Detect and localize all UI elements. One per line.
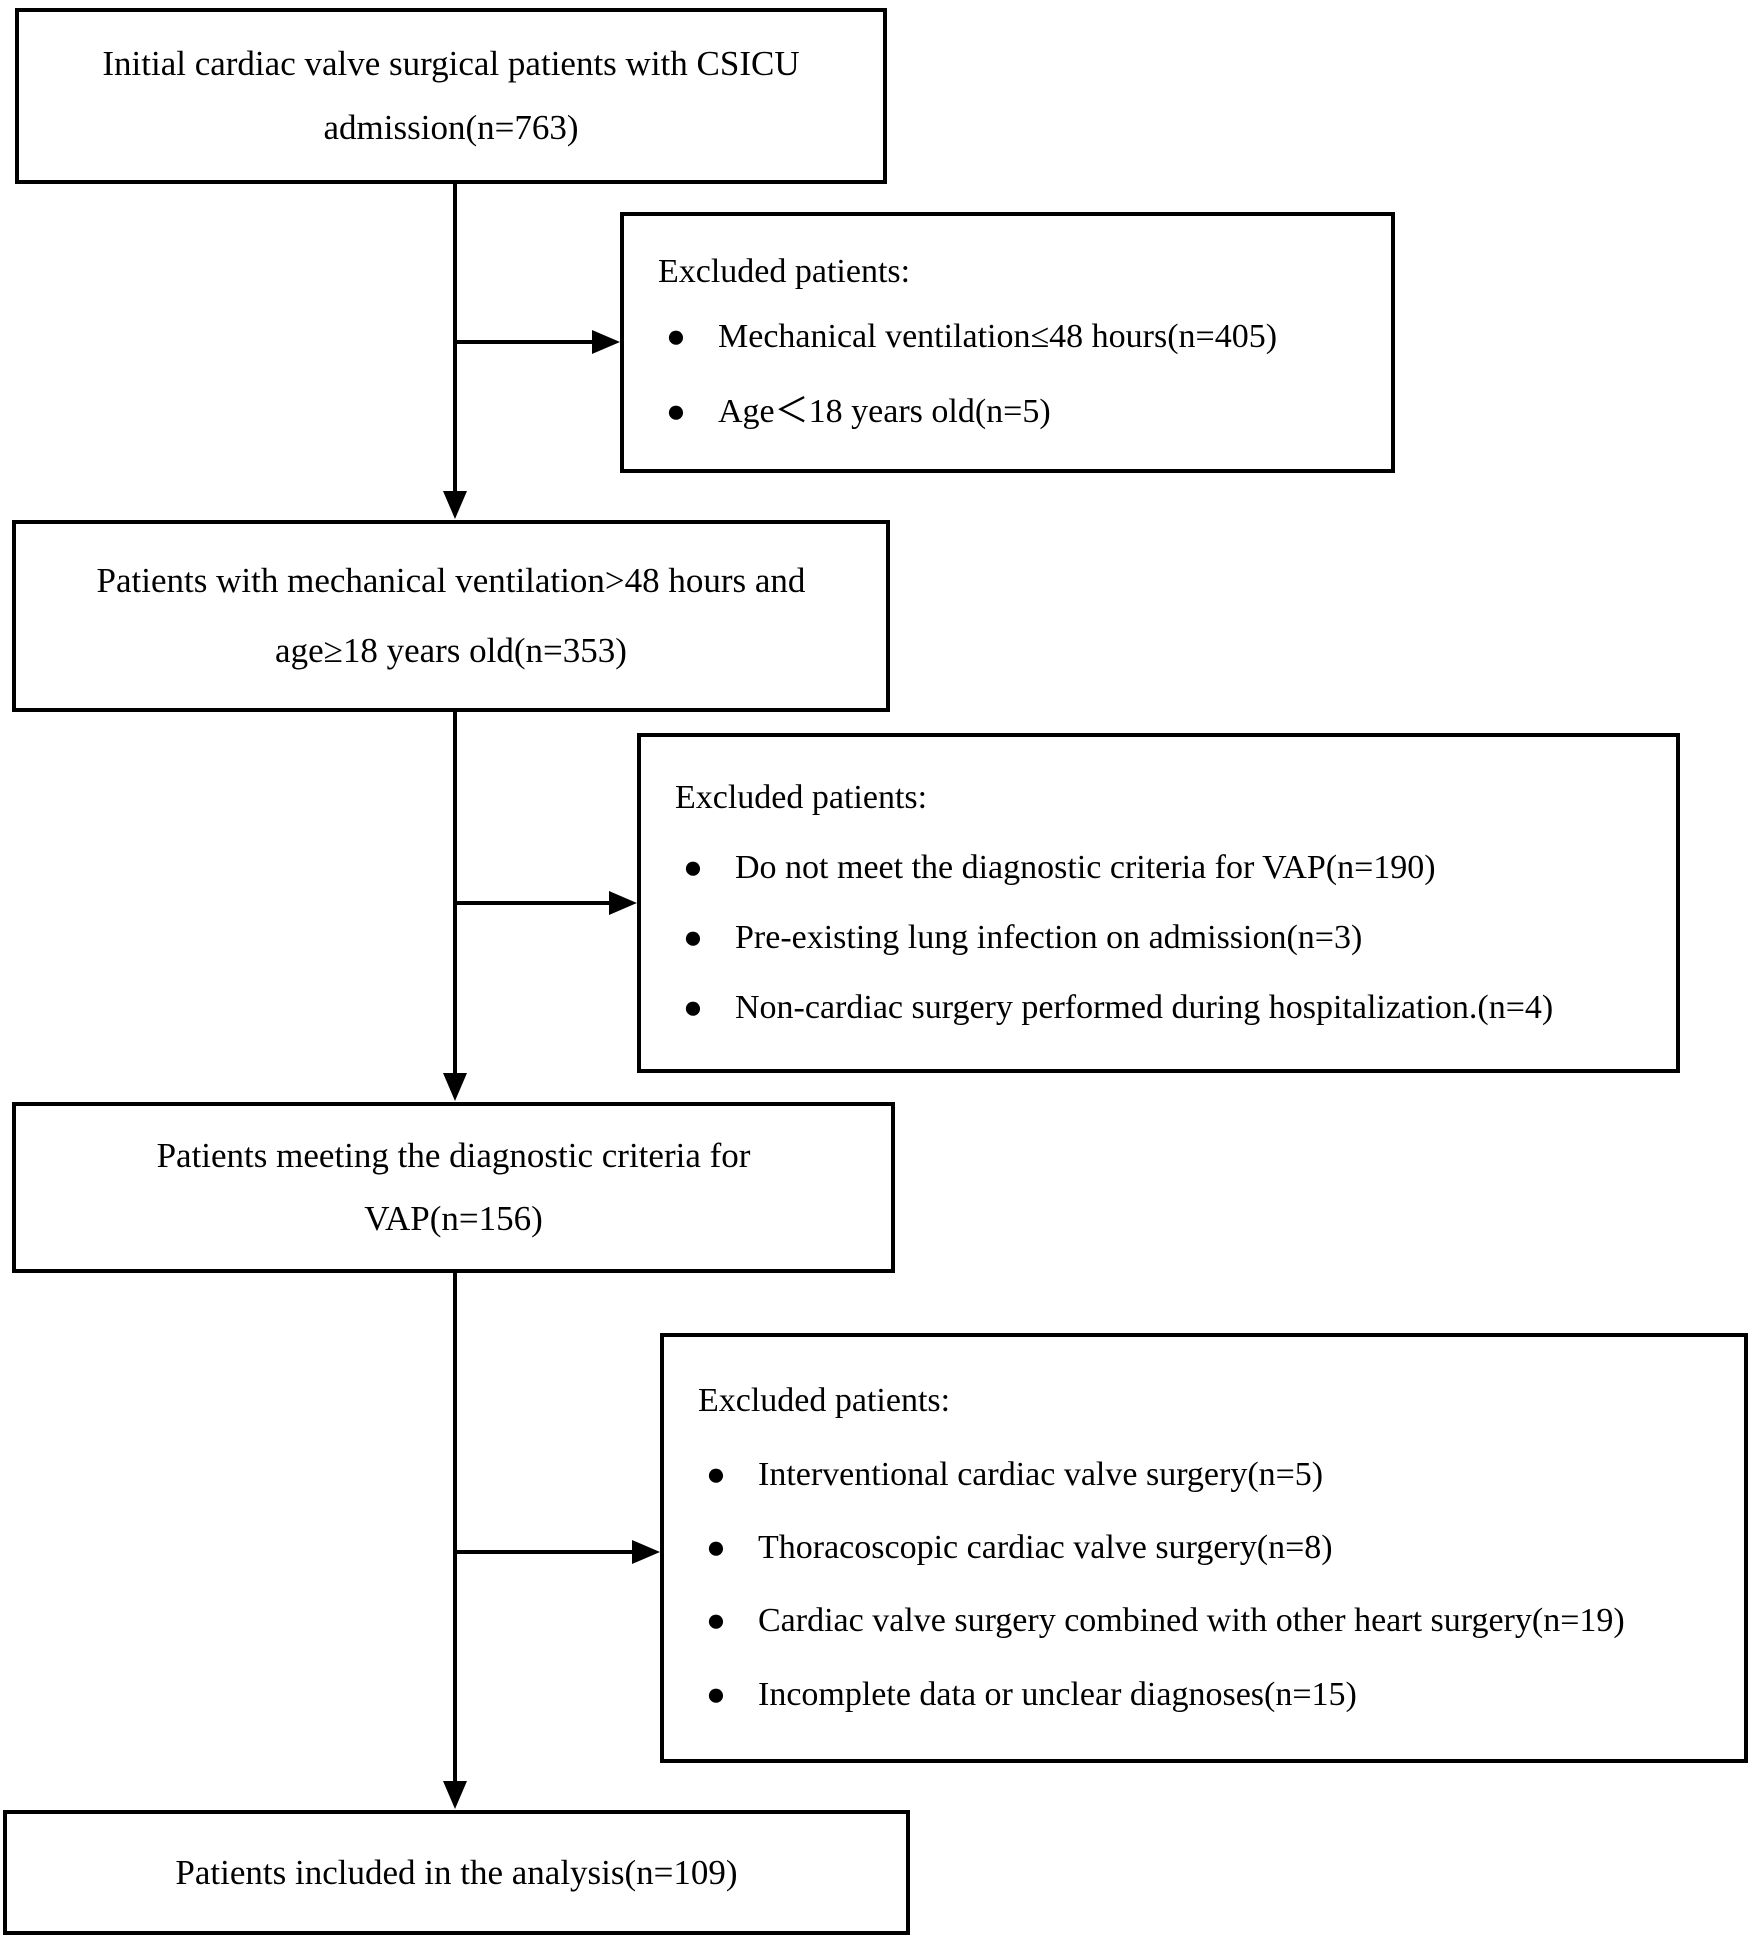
bullet-icon: ● — [706, 1603, 726, 1640]
arrow-initial-to-ventilated — [443, 184, 467, 519]
excluded-item: ● Incomplete data or unclear diagnoses(n… — [664, 1676, 1732, 1714]
excluded-item-text: Non-cardiac surgery performed during hos… — [735, 989, 1554, 1026]
excluded-item-text: Pre-existing lung infection on admission… — [735, 919, 1363, 956]
bullet-icon: ● — [666, 319, 686, 355]
excluded-item-text: Do not meet the diagnostic criteria for … — [735, 849, 1436, 886]
excluded-item: ● Thoracoscopic cardiac valve surgery(n=… — [664, 1529, 1732, 1567]
excluded-item-text: Incomplete data or unclear diagnoses(n=1… — [758, 1675, 1357, 1713]
excluded-heading: Excluded patients: — [658, 253, 911, 290]
box-included-analysis: Patients included in the analysis(n=109) — [3, 1810, 910, 1935]
box-ventilated-patients: Patients with mechanical ventilation>48 … — [12, 520, 890, 712]
excluded-heading: Excluded patients: — [698, 1382, 951, 1420]
excluded-item: ● Interventional cardiac valve surgery(n… — [664, 1456, 1732, 1494]
excluded-item-text: Interventional cardiac valve surgery(n=5… — [758, 1455, 1324, 1493]
bullet-icon: ● — [683, 850, 703, 886]
box-text-line: admission(n=763) — [323, 108, 579, 147]
excluded-item-text: Mechanical ventilation≤48 hours(n=405) — [718, 318, 1278, 355]
arrow-vap-to-included — [443, 1273, 467, 1809]
excluded-item-text: Age＜18 years old(n=5) — [718, 393, 1051, 430]
box-excluded-2: Excluded patients: ● Do not meet the dia… — [637, 733, 1680, 1073]
excluded-item: ● Pre-existing lung infection on admissi… — [641, 919, 1664, 957]
box-vap-patients: Patients meeting the diagnostic criteria… — [12, 1102, 895, 1273]
bullet-icon: ● — [706, 1676, 726, 1713]
excluded-heading: Excluded patients: — [675, 779, 928, 816]
arrow-branch-to-excluded-1 — [455, 330, 620, 354]
box-text-line: Patients with mechanical ventilation>48 … — [96, 561, 806, 601]
bullet-icon: ● — [706, 1456, 726, 1493]
arrow-ventilated-to-vap — [443, 712, 467, 1101]
excluded-item: ● Mechanical ventilation≤48 hours(n=405) — [624, 318, 1379, 356]
bullet-icon: ● — [666, 394, 686, 430]
box-text-line: Patients meeting the diagnostic criteria… — [156, 1136, 751, 1176]
bullet-icon: ● — [683, 920, 703, 956]
bullet-icon: ● — [683, 990, 703, 1026]
box-text-line: Patients included in the analysis(n=109) — [175, 1852, 738, 1892]
excluded-item-text: Thoracoscopic cardiac valve surgery(n=8) — [758, 1528, 1333, 1566]
box-text-line: age≥18 years old(n=353) — [275, 630, 627, 670]
arrow-branch-to-excluded-2 — [455, 891, 637, 915]
box-excluded-1: Excluded patients: ● Mechanical ventilat… — [620, 212, 1395, 473]
bullet-icon: ● — [706, 1529, 726, 1566]
arrow-branch-to-excluded-3 — [455, 1540, 660, 1564]
excluded-item: ● Non-cardiac surgery performed during h… — [641, 989, 1664, 1027]
box-initial-patients: Initial cardiac valve surgical patients … — [15, 8, 887, 184]
excluded-item: ● Do not meet the diagnostic criteria fo… — [641, 849, 1664, 887]
box-excluded-3: Excluded patients: ● Interventional card… — [660, 1333, 1748, 1763]
excluded-item: ● Cardiac valve surgery combined with ot… — [664, 1602, 1732, 1640]
excluded-item-text: Cardiac valve surgery combined with othe… — [758, 1602, 1625, 1640]
excluded-item: ● Age＜18 years old(n=5) — [624, 383, 1379, 432]
box-text-line: VAP(n=156) — [364, 1198, 543, 1238]
box-text-line: Initial cardiac valve surgical patients … — [102, 44, 800, 83]
